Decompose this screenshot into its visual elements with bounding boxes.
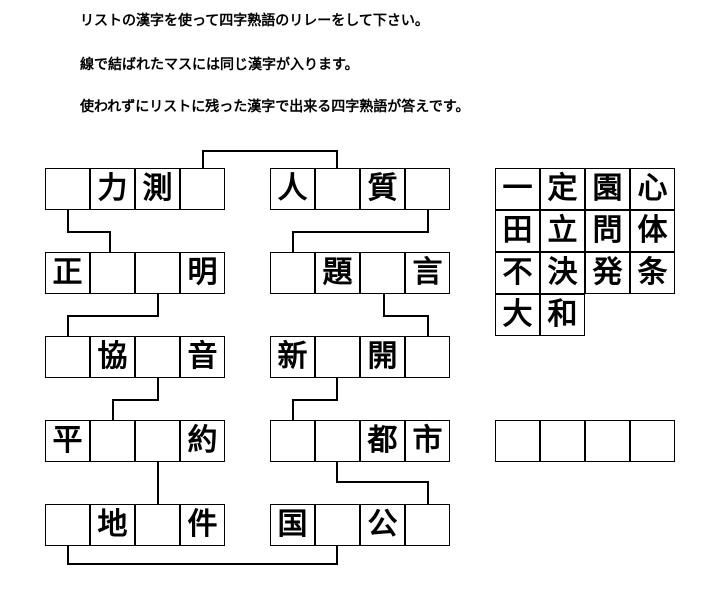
puzzle-cell[interactable]: 地 [90, 504, 135, 546]
kanji-list-cell: 条 [630, 252, 675, 294]
connector-line [292, 210, 429, 252]
puzzle-cell[interactable]: 力 [90, 168, 135, 210]
puzzle-cell[interactable] [90, 252, 135, 294]
connector-line [67, 210, 111, 252]
puzzle-cell[interactable] [270, 420, 315, 462]
kanji-list-cell: 決 [540, 252, 585, 294]
connector-line [383, 294, 429, 336]
answer-cell[interactable] [540, 420, 585, 462]
kanji-list-cell: 問 [585, 210, 630, 252]
kanji-list-cell: 定 [540, 168, 585, 210]
puzzle-cell[interactable] [405, 504, 450, 546]
puzzle-cell[interactable]: 公 [360, 504, 405, 546]
instruction-2: 線で結ばれたマスには同じ漢字が入ります。 [80, 57, 359, 73]
puzzle-cell[interactable]: 約 [180, 420, 225, 462]
puzzle-cell[interactable] [405, 168, 450, 210]
puzzle-cell[interactable]: 正 [45, 252, 90, 294]
puzzle-cell[interactable] [315, 420, 360, 462]
kanji-list-cell: 一 [495, 168, 540, 210]
connector-line [112, 378, 159, 420]
puzzle-cell[interactable] [315, 168, 360, 210]
kanji-list-cell: 発 [585, 252, 630, 294]
kanji-list-cell: 田 [495, 210, 540, 252]
kanji-list-cell: 大 [495, 294, 540, 336]
puzzle-cell[interactable] [315, 504, 360, 546]
puzzle-cell[interactable] [270, 252, 315, 294]
puzzle-cell[interactable]: 言 [405, 252, 450, 294]
instruction-1: リストの漢字を使って四字熟語のリレーをして下さい。 [80, 13, 429, 29]
puzzle-cell[interactable] [405, 336, 450, 378]
answer-cell[interactable] [495, 420, 540, 462]
kanji-list-cell: 立 [540, 210, 585, 252]
puzzle-cell[interactable]: 件 [180, 504, 225, 546]
puzzle-cell[interactable] [360, 252, 405, 294]
kanji-list-cell: 園 [585, 168, 630, 210]
connector-line [202, 150, 338, 168]
puzzle-cell[interactable] [135, 252, 180, 294]
instruction-3: 使われずにリストに残った漢字で出来る四字熟語が答えです。 [80, 99, 470, 115]
connector-line [292, 378, 338, 420]
puzzle-cell[interactable]: 開 [360, 336, 405, 378]
puzzle-cell[interactable] [135, 336, 180, 378]
puzzle-cell[interactable] [45, 336, 90, 378]
puzzle-cell[interactable]: 題 [315, 252, 360, 294]
connector-line [67, 294, 159, 336]
puzzle-cell[interactable]: 測 [135, 168, 180, 210]
puzzle-cell[interactable]: 都 [360, 420, 405, 462]
connector-line [67, 546, 338, 565]
puzzle-cell[interactable] [90, 420, 135, 462]
puzzle-cell[interactable]: 明 [180, 252, 225, 294]
puzzle-cell[interactable] [45, 504, 90, 546]
puzzle-cell[interactable]: 音 [180, 336, 225, 378]
puzzle-cell[interactable]: 市 [405, 420, 450, 462]
puzzle-cell[interactable] [45, 168, 90, 210]
kanji-list-cell: 心 [630, 168, 675, 210]
kanji-list-cell: 不 [495, 252, 540, 294]
answer-cell[interactable] [585, 420, 630, 462]
answer-cell[interactable] [630, 420, 675, 462]
puzzle-cell[interactable]: 国 [270, 504, 315, 546]
puzzle-cell[interactable] [135, 504, 180, 546]
kanji-list-cell: 体 [630, 210, 675, 252]
puzzle-cell[interactable]: 質 [360, 168, 405, 210]
puzzle-cell[interactable] [135, 420, 180, 462]
puzzle-cell[interactable]: 平 [45, 420, 90, 462]
connector-line [336, 462, 429, 504]
puzzle-cell[interactable]: 人 [270, 168, 315, 210]
puzzle-cell[interactable] [180, 168, 225, 210]
puzzle-cell[interactable]: 協 [90, 336, 135, 378]
puzzle-cell[interactable] [315, 336, 360, 378]
kanji-list-cell: 和 [540, 294, 585, 336]
puzzle-cell[interactable]: 新 [270, 336, 315, 378]
